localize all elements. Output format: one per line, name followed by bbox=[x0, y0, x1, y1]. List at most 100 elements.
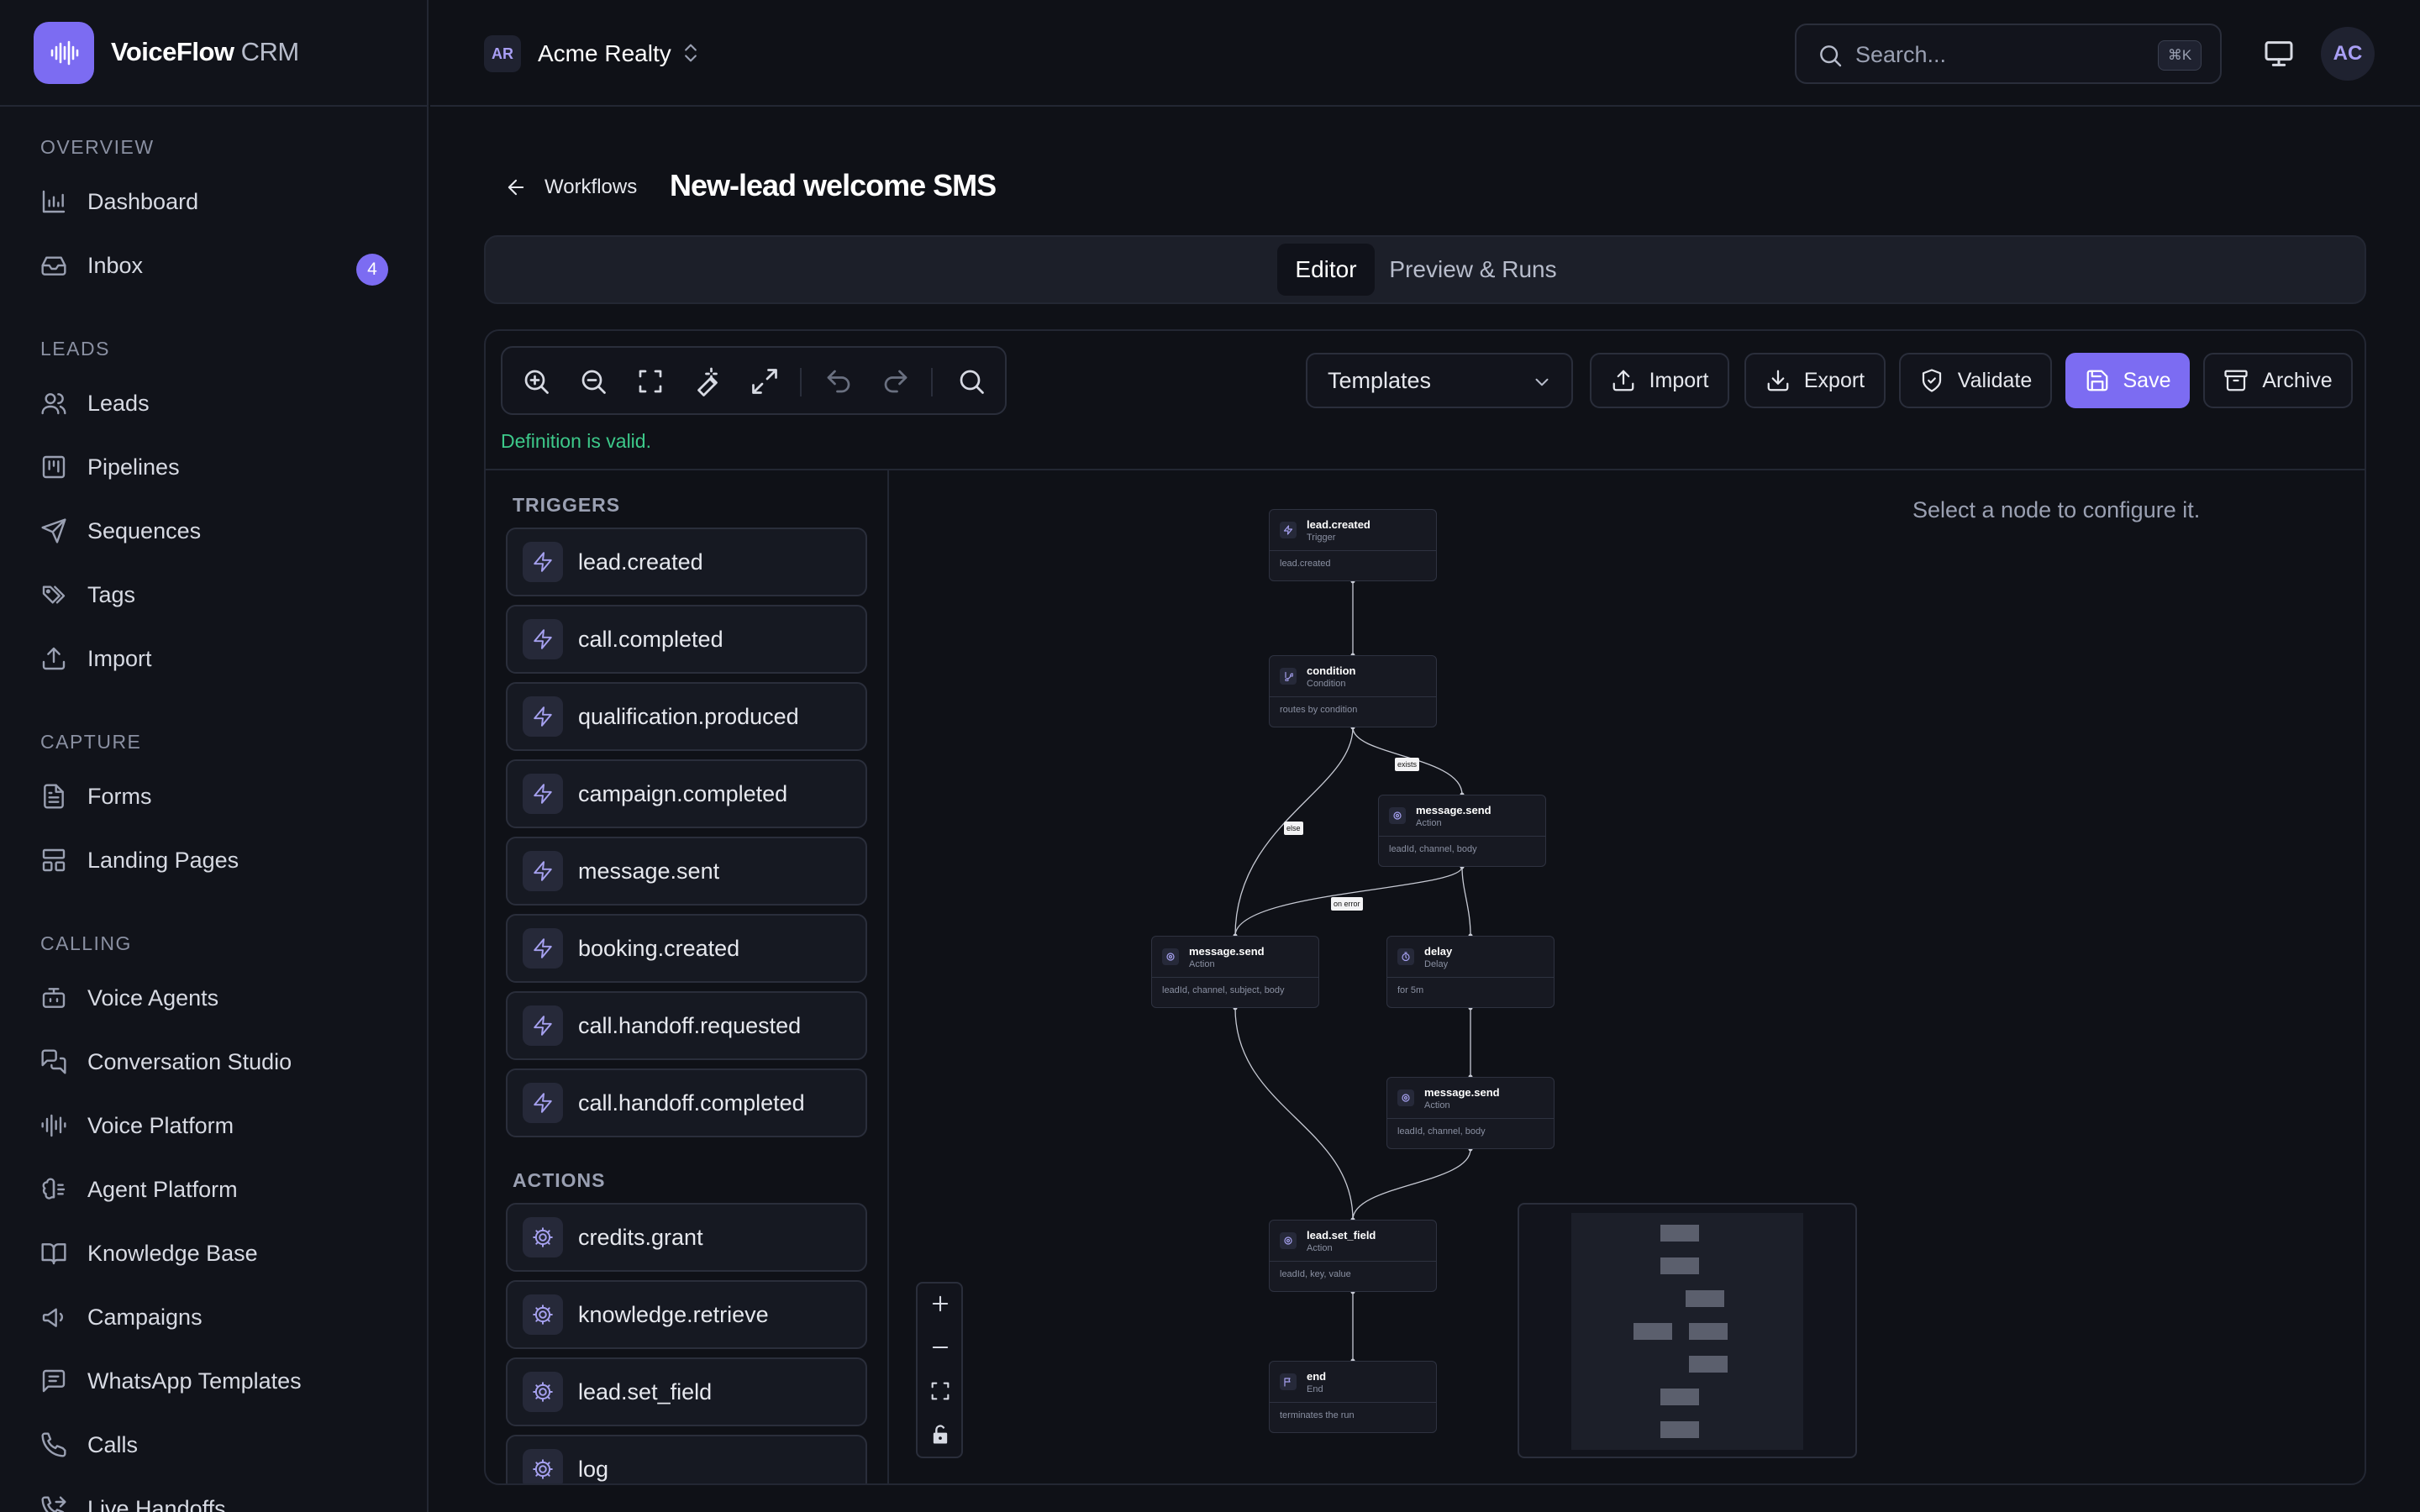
fit-view-icon[interactable] bbox=[929, 1379, 952, 1403]
flow-node-delay[interactable]: delay Delay for 5m bbox=[1386, 936, 1555, 1008]
palette-group-actions: ACTIONS bbox=[513, 1169, 606, 1191]
sidebar-item-conversation-studio[interactable]: Conversation Studio bbox=[40, 1037, 393, 1087]
minimap[interactable] bbox=[1518, 1203, 1857, 1458]
sidebar-item-campaigns[interactable]: Campaigns bbox=[40, 1292, 393, 1342]
minus-icon[interactable] bbox=[929, 1336, 952, 1359]
sidebar-item-forms[interactable]: Forms bbox=[40, 771, 393, 822]
workflow-canvas[interactable]: exists else on error lead.created Trigge… bbox=[891, 470, 1882, 1483]
tab-preview-runs[interactable]: Preview & Runs bbox=[1389, 256, 1557, 282]
palette-item-action[interactable]: lead.set_field bbox=[506, 1357, 867, 1426]
sidebar-item-label: Knowledge Base bbox=[87, 1240, 258, 1266]
sidebar-item-sequences[interactable]: Sequences bbox=[40, 506, 393, 556]
flow-node-condition[interactable]: condition Condition routes by condition bbox=[1269, 655, 1437, 727]
lock-icon[interactable] bbox=[929, 1423, 952, 1446]
sidebar-item-import[interactable]: Import bbox=[40, 633, 393, 684]
search-box[interactable]: ⌘K bbox=[1795, 24, 2222, 84]
palette-item-label: lead.created bbox=[578, 549, 703, 575]
save-button[interactable]: Save bbox=[2065, 353, 2190, 408]
sidebar-item-dashboard[interactable]: Dashboard bbox=[40, 176, 393, 227]
flow-node-action[interactable]: message.send Action leadId, channel, bod… bbox=[1378, 795, 1546, 867]
user-avatar[interactable]: AC bbox=[2321, 27, 2375, 81]
sidebar-item-calls[interactable]: Calls bbox=[40, 1420, 393, 1470]
templates-select[interactable]: Templates bbox=[1306, 353, 1573, 408]
palette-item-action[interactable]: knowledge.retrieve bbox=[506, 1280, 867, 1349]
brand-logo-icon[interactable] bbox=[34, 22, 94, 84]
node-description: leadId, key, value bbox=[1280, 1269, 1351, 1279]
chevrons-up-down-icon[interactable] bbox=[679, 40, 702, 66]
edge-label-exists[interactable]: exists bbox=[1395, 758, 1420, 771]
expand-icon[interactable] bbox=[750, 366, 780, 396]
palette-item-label: booking.created bbox=[578, 935, 740, 961]
fit-view-icon[interactable] bbox=[635, 366, 666, 396]
zap-icon bbox=[523, 542, 563, 582]
sidebar-item-leads[interactable]: Leads bbox=[40, 378, 393, 428]
flow-node-action[interactable]: lead.set_field Action leadId, key, value bbox=[1269, 1220, 1437, 1292]
sidebar-item-knowledge-base[interactable]: Knowledge Base bbox=[40, 1228, 393, 1278]
edge-label-on-error[interactable]: on error bbox=[1331, 897, 1363, 911]
workspace-name[interactable]: Acme Realty bbox=[538, 40, 671, 66]
sidebar-item-label: Pipelines bbox=[87, 454, 180, 480]
validate-button[interactable]: Validate bbox=[1899, 353, 2052, 408]
node-description: routes by condition bbox=[1280, 705, 1358, 715]
palette-item-trigger[interactable]: message.sent bbox=[506, 837, 867, 906]
palette-item-trigger[interactable]: booking.created bbox=[506, 914, 867, 983]
brain-icon bbox=[40, 1176, 67, 1203]
node-title: lead.created bbox=[1307, 518, 1370, 531]
palette-item-trigger[interactable]: call.handoff.completed bbox=[506, 1068, 867, 1137]
redo-icon[interactable] bbox=[881, 366, 911, 396]
bot-icon bbox=[40, 984, 67, 1011]
auto-layout-wand-icon[interactable] bbox=[692, 366, 723, 396]
workflow-editor: Definition is valid. Templates Import Ex… bbox=[484, 329, 2366, 1485]
sidebar-item-label: Sequences bbox=[87, 517, 202, 543]
sidebar-item-pipelines[interactable]: Pipelines bbox=[40, 442, 393, 492]
undo-icon[interactable] bbox=[823, 366, 854, 396]
zoom-in-icon[interactable] bbox=[521, 366, 551, 396]
search-nodes-icon[interactable] bbox=[956, 366, 986, 396]
tab-editor[interactable]: Editor bbox=[1277, 244, 1375, 296]
back-to-workflows-link[interactable]: Workflows bbox=[504, 171, 637, 204]
palette-item-trigger[interactable]: call.completed bbox=[506, 605, 867, 674]
node-type: Delay bbox=[1424, 959, 1449, 969]
sidebar-item-label: Import bbox=[87, 645, 152, 671]
flow-node-action[interactable]: message.send Action leadId, channel, sub… bbox=[1151, 936, 1319, 1008]
sidebar-item-voice-platform[interactable]: Voice Platform bbox=[40, 1100, 393, 1151]
palette-item-label: message.sent bbox=[578, 858, 720, 884]
edge-label-else[interactable]: else bbox=[1284, 822, 1303, 835]
zoom-out-icon[interactable] bbox=[578, 366, 608, 396]
sidebar-item-live-handoffs[interactable]: Live Handoffs bbox=[40, 1483, 393, 1512]
zap-icon bbox=[523, 696, 563, 737]
palette-item-action[interactable]: log bbox=[506, 1435, 867, 1483]
sidebar-item-whatsapp-templates[interactable]: WhatsApp Templates bbox=[40, 1356, 393, 1406]
palette-item-trigger[interactable]: call.handoff.requested bbox=[506, 991, 867, 1060]
sidebar-item-voice-agents[interactable]: Voice Agents bbox=[40, 973, 393, 1023]
palette-item-trigger[interactable]: qualification.produced bbox=[506, 682, 867, 751]
cog-icon bbox=[1280, 1232, 1297, 1249]
palette-item-trigger[interactable]: lead.created bbox=[506, 528, 867, 596]
search-shortcut-badge: ⌘K bbox=[2158, 40, 2202, 71]
monitor-icon[interactable] bbox=[2262, 37, 2296, 71]
flow-node-end[interactable]: end End terminates the run bbox=[1269, 1361, 1437, 1433]
cog-icon bbox=[1397, 1089, 1414, 1106]
import-button[interactable]: Import bbox=[1590, 353, 1729, 408]
megaphone-icon bbox=[40, 1304, 67, 1331]
palette-item-action[interactable]: credits.grant bbox=[506, 1203, 867, 1272]
bar-chart-icon bbox=[40, 188, 67, 215]
node-title: message.send bbox=[1424, 1086, 1500, 1099]
zap-icon bbox=[1280, 522, 1297, 538]
export-button[interactable]: Export bbox=[1744, 353, 1886, 408]
minimap-view bbox=[1571, 1213, 1803, 1450]
node-type: Trigger bbox=[1307, 533, 1336, 543]
plus-icon[interactable] bbox=[929, 1292, 952, 1315]
sidebar-item-landing-pages[interactable]: Landing Pages bbox=[40, 835, 393, 885]
sidebar-item-agent-platform[interactable]: Agent Platform bbox=[40, 1164, 393, 1215]
sidebar-item-tags[interactable]: Tags bbox=[40, 570, 393, 620]
book-open-icon bbox=[40, 1240, 67, 1267]
sidebar-item-inbox[interactable]: Inbox 4 bbox=[40, 240, 393, 291]
layout-icon bbox=[40, 847, 67, 874]
flow-node-action[interactable]: message.send Action leadId, channel, bod… bbox=[1386, 1077, 1555, 1149]
archive-button[interactable]: Archive bbox=[2203, 353, 2353, 408]
palette-item-trigger[interactable]: campaign.completed bbox=[506, 759, 867, 828]
search-input[interactable] bbox=[1855, 39, 2133, 71]
workspace-avatar[interactable]: AR bbox=[484, 35, 521, 72]
flow-node-trigger[interactable]: lead.created Trigger lead.created bbox=[1269, 509, 1437, 581]
